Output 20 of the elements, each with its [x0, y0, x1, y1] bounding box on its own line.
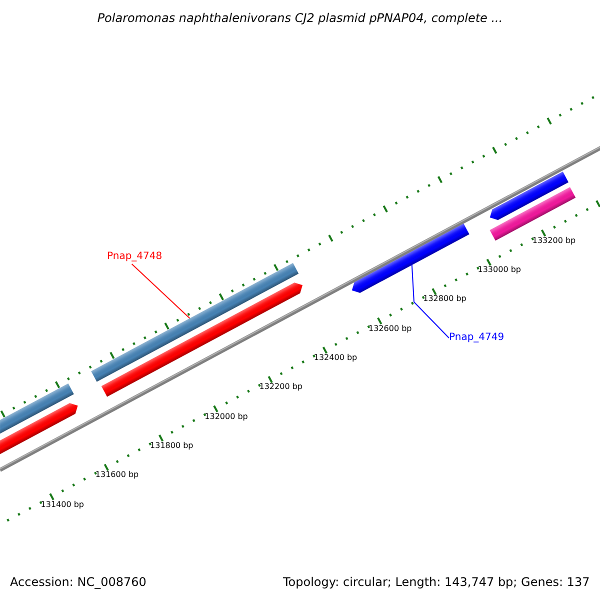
- leader-line: [411, 264, 450, 338]
- map-title: Polaromonas naphthalenivorans CJ2 plasmid pPNAP04, complete ...: [96, 12, 504, 24]
- scale-label: 131600 bp: [95, 471, 139, 480]
- accession-text: Accession: NC_008760: [10, 576, 146, 588]
- scale-label: 132000 bp: [204, 412, 248, 421]
- scale-label: 131400 bp: [40, 500, 84, 509]
- scale-label: 132400 bp: [314, 354, 358, 362]
- scale-label: 133200 bp: [532, 236, 576, 245]
- gene-label: Pnap_4749: [449, 333, 504, 343]
- scale-label: 133000 bp: [478, 266, 521, 274]
- leader-line: [131, 264, 190, 319]
- scale-label: 132600 bp: [368, 324, 412, 333]
- gene-bar: [101, 282, 303, 397]
- scale-label: 132200 bp: [259, 383, 302, 392]
- gene-bar: [352, 224, 470, 293]
- summary-text: Topology: circular; Length: 143,747 bp; Genes: 137: [283, 576, 590, 588]
- scale-label: 132800 bp: [423, 295, 466, 304]
- gene-bar: [0, 403, 78, 454]
- scale-label: 131800 bp: [150, 442, 194, 450]
- gene-label: Pnap_4748: [107, 252, 162, 262]
